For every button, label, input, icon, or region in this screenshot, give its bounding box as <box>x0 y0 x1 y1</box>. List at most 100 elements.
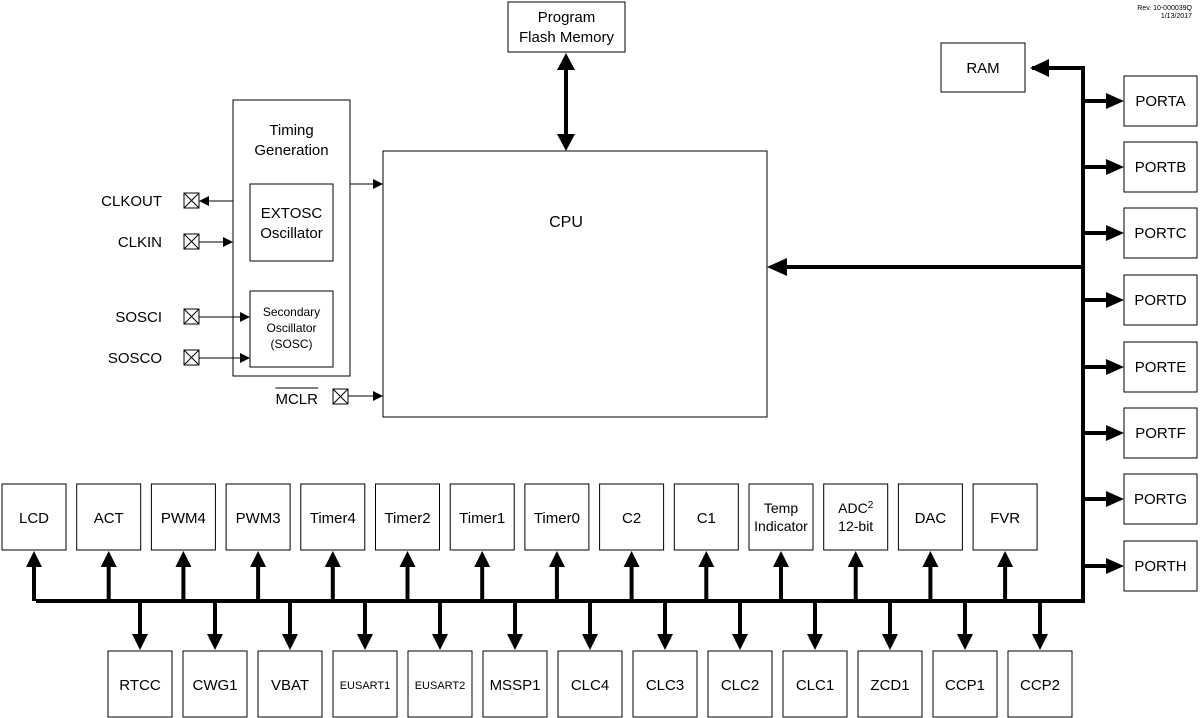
port-portd: PORTD <box>1083 274 1198 326</box>
peripheral-top-dac: DAC <box>897 483 963 601</box>
peripheral-label: C1 <box>697 510 716 527</box>
peripheral-label: Timer1 <box>459 510 505 527</box>
peripheral-label: VBAT <box>271 677 309 694</box>
pin-clkin-label: CLKIN <box>118 234 162 251</box>
peripheral-bottom-clc2: CLC2 <box>707 601 773 718</box>
peripheral-label: Timer2 <box>384 510 430 527</box>
program-flash-line2: Flash Memory <box>519 29 615 46</box>
port-label: PORTD <box>1134 292 1186 309</box>
peripheral-label: ACT <box>94 510 124 527</box>
peripheral-label: DAC <box>915 510 947 527</box>
peripherals-top-group: LCD ACT PWM4 PWM3 Timer4 Timer2 Timer1 Timer0 C2… <box>1 483 1038 601</box>
peripheral-bottom-zcd1: ZCD1 <box>857 601 923 718</box>
peripheral-label: C2 <box>622 510 641 527</box>
peripheral-top-pwm4: PWM4 <box>150 483 216 601</box>
port-portf: PORTF <box>1083 407 1198 459</box>
port-porth: PORTH <box>1083 540 1198 592</box>
timing-title-line1: Timing <box>269 122 313 139</box>
sosc-line3: (SOSC) <box>271 337 313 351</box>
extosc-block <box>249 183 334 262</box>
peripheral-label: EUSART2 <box>415 680 466 692</box>
pin-sosco-label: SOSCO <box>108 350 162 367</box>
pin-clkin: CLKIN <box>118 233 233 251</box>
peripheral-label: EUSART1 <box>340 680 391 692</box>
extosc-line1: EXTOSC <box>261 205 323 222</box>
peripheral-label-line1: ADC2 <box>838 500 874 517</box>
port-label: PORTF <box>1135 425 1186 442</box>
pin-clkout-label: CLKOUT <box>101 193 162 210</box>
port-label: PORTC <box>1134 225 1186 242</box>
revision-number: Rev. 10-000039Q <box>1137 5 1192 12</box>
extosc-line2: Oscillator <box>260 225 323 242</box>
ports-group: PORTA PORTB PORTC PORTD PORTE PORTF PORTG PORTH <box>1083 75 1198 592</box>
peripheral-top-c2: C2 <box>599 483 665 601</box>
port-porta: PORTA <box>1083 75 1198 127</box>
peripheral-top-act: ACT <box>76 483 142 601</box>
peripheral-label: CLC3 <box>646 677 684 694</box>
sosc-block <box>249 290 334 368</box>
revision-date: 1/13/2017 <box>1161 13 1192 20</box>
peripheral-label: PWM3 <box>236 510 281 527</box>
port-portc: PORTC <box>1083 207 1198 259</box>
program-flash-block: Program Flash Memory <box>507 1 626 53</box>
pin-sosco: SOSCO <box>108 349 250 367</box>
peripheral-top-timer0: Timer0 <box>524 483 590 601</box>
peripheral-top-timer1: Timer1 <box>449 483 515 601</box>
peripheral-label-line1: Temp <box>764 500 798 516</box>
peripheral-top-timer4: Timer4 <box>300 483 366 601</box>
peripheral-top-timer2: Timer2 <box>375 483 440 601</box>
peripheral-label: Timer4 <box>310 510 356 527</box>
port-porte: PORTE <box>1083 341 1198 393</box>
ram-label: RAM <box>966 60 999 77</box>
port-label: PORTG <box>1134 491 1187 508</box>
peripheral-label: PWM4 <box>161 510 206 527</box>
peripheral-bottom-clc1: CLC1 <box>782 601 848 718</box>
sosc-line2: Oscillator <box>266 321 316 335</box>
port-label: PORTA <box>1135 93 1185 110</box>
peripheral-label: FVR <box>990 510 1020 527</box>
pin-sosci: SOSCI <box>115 308 250 326</box>
peripheral-label: Timer0 <box>534 510 580 527</box>
peripheral-bottom-rtcc: RTCC <box>107 601 173 718</box>
peripheral-label-line2: Indicator <box>754 518 808 534</box>
port-label: PORTE <box>1135 359 1186 376</box>
peripheral-top-c1: C1 <box>673 483 739 601</box>
peripheral-top-lcd: LCD <box>1 483 67 601</box>
peripheral-bottom-clc3: CLC3 <box>632 601 698 718</box>
port-portb: PORTB <box>1083 141 1198 193</box>
system-bus <box>36 59 1085 603</box>
peripheral-bottom-clc4: CLC4 <box>557 601 623 718</box>
sosc-line1: Secondary <box>263 305 320 319</box>
peripheral-label: CCP2 <box>1020 677 1060 694</box>
peripheral-label: LCD <box>19 510 49 527</box>
pin-mclr-label: MCLR <box>275 391 318 408</box>
peripheral-label: CLC1 <box>796 677 834 694</box>
peripheral-bottom-cwg1: CWG1 <box>182 601 248 718</box>
peripheral-bottom-mssp1: MSSP1 <box>482 601 548 718</box>
peripheral-label: CLC2 <box>721 677 759 694</box>
cpu-label: CPU <box>549 214 583 231</box>
timing-generation-block: Timing Generation EXTOSC Oscillator Seco… <box>232 99 351 377</box>
port-portg: PORTG <box>1083 473 1198 525</box>
peripheral-label: CWG1 <box>193 677 238 694</box>
peripheral-bottom-eusart1: EUSART1 <box>332 601 398 718</box>
port-label: PORTH <box>1134 558 1186 575</box>
flash-cpu-bus <box>557 53 575 151</box>
peripheral-bottom-vbat: VBAT <box>257 601 323 718</box>
peripheral-bottom-ccp1: CCP1 <box>932 601 998 718</box>
cpu-block: CPU <box>382 150 768 418</box>
peripheral-label: RTCC <box>119 677 161 694</box>
peripheral-bottom-eusart2: EUSART2 <box>407 601 473 718</box>
pin-clkout: CLKOUT <box>101 192 233 210</box>
timing-title-line2: Generation <box>254 142 328 159</box>
pin-sosci-label: SOSCI <box>115 309 162 326</box>
peripheral-top-fvr: FVR <box>972 483 1038 601</box>
pin-mclr: MCLR <box>275 387 383 408</box>
program-flash-line1: Program <box>538 9 596 26</box>
peripheral-label: MSSP1 <box>490 677 541 694</box>
